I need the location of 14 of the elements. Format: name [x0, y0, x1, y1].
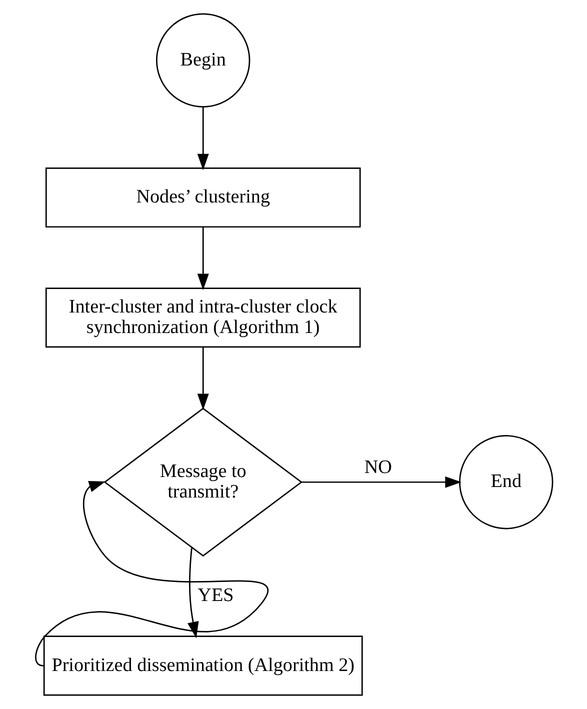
- arrow: [34, 481, 268, 666]
- arrow: [186, 548, 198, 638]
- node-box: Inter-cluster and intra-cluster clock synchronization (Algorithm 1): [44, 288, 360, 348]
- arrow: [196, 106, 208, 170]
- node-circle: Begin: [156, 13, 250, 108]
- arrow: [301, 476, 462, 488]
- node-box: Prioritized dissemination (Algorithm 2): [42, 636, 362, 696]
- edge-label: YES: [197, 585, 234, 606]
- node-diamond: Message to transmit?: [103, 408, 302, 557]
- node-box: Nodes’ clustering: [44, 168, 360, 228]
- arrow: [196, 227, 208, 290]
- edge-label: NO: [364, 456, 392, 478]
- arrow: [196, 347, 208, 410]
- node-circle: End: [458, 435, 553, 530]
